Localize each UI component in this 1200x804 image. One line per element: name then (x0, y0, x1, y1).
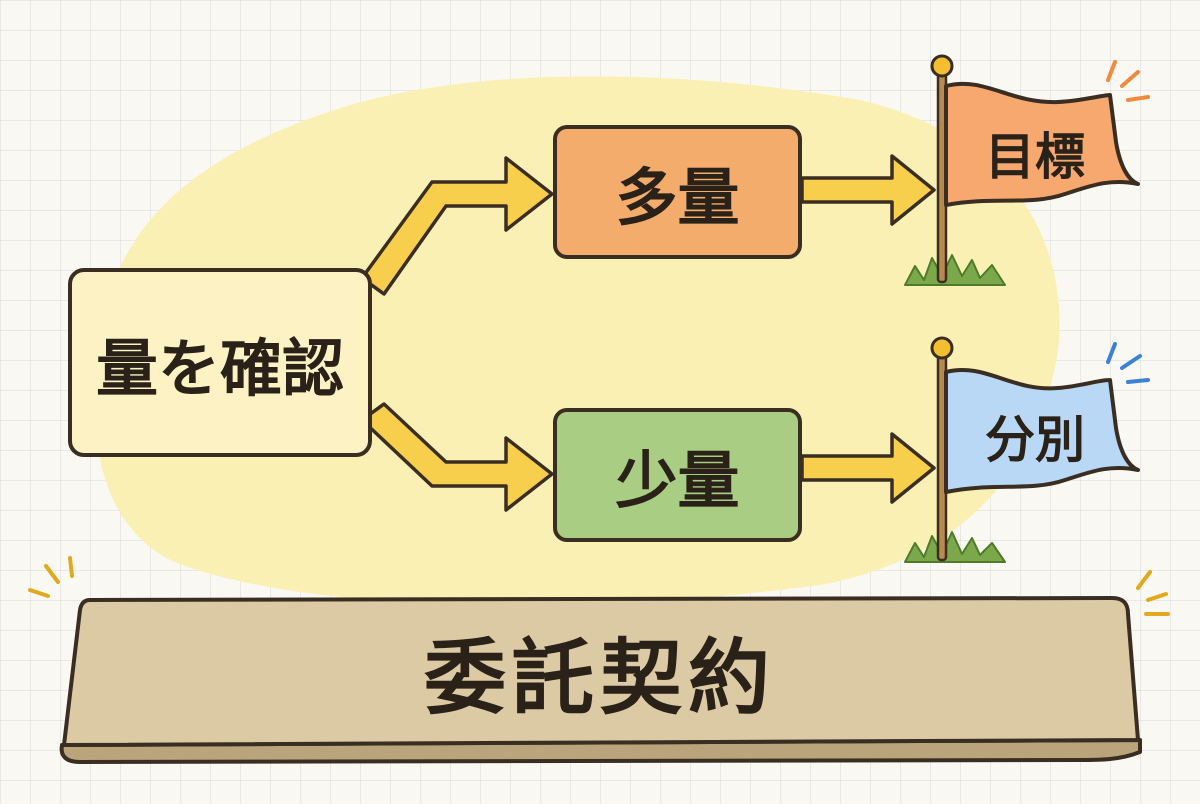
high-box (553, 125, 802, 259)
arrow-to-low (360, 402, 554, 512)
start-box (68, 268, 372, 457)
low-box (553, 408, 802, 542)
arrow-low-to-goal (800, 432, 936, 504)
flag-high (904, 54, 1150, 286)
pole-knob-low (930, 336, 954, 360)
spark-lines-high (1106, 60, 1150, 102)
flag-low (904, 336, 1150, 563)
plank-top (62, 596, 1140, 747)
arrow-to-high (360, 156, 554, 296)
spark-lines-low (1106, 342, 1150, 384)
grass-tuft-low (904, 531, 1006, 563)
pole-knob-high (930, 54, 954, 78)
flag-cloth-high (944, 81, 1140, 207)
flag-cloth-low (944, 367, 1140, 494)
spark-lines-right (1136, 570, 1170, 616)
arrow-high-to-goal (800, 154, 936, 226)
spark-lines-left (28, 556, 74, 598)
grass-tuft-high (904, 254, 1006, 286)
foundation-plank (28, 556, 1170, 764)
